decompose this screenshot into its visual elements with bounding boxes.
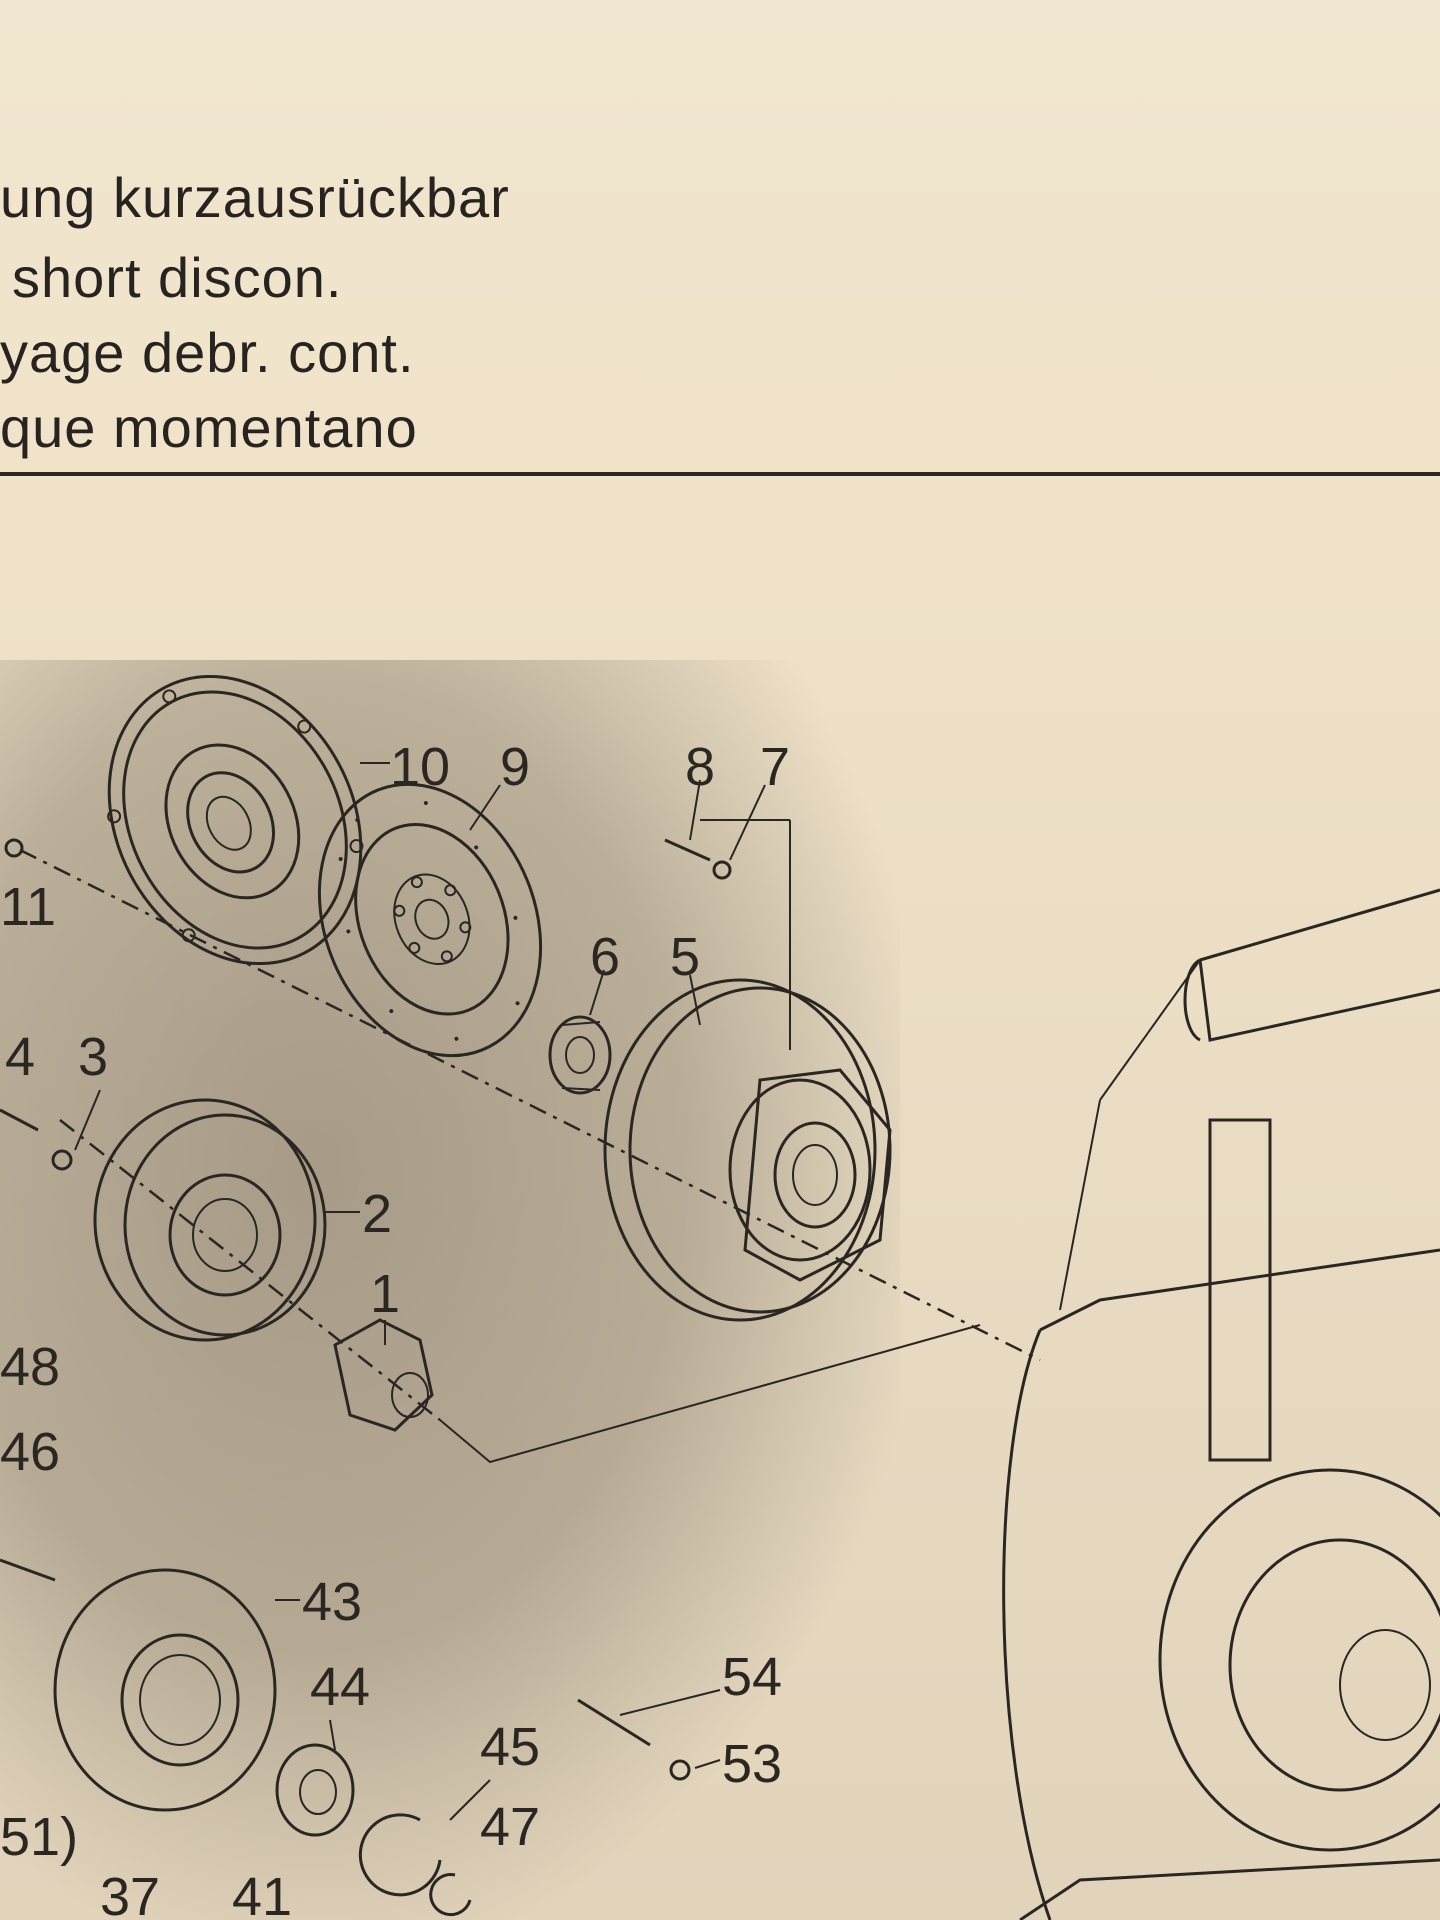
label-2: 2 (362, 1184, 392, 1244)
label-53: 53 (722, 1734, 782, 1794)
label-44: 44 (310, 1657, 370, 1717)
header-line-italian: que momentano (0, 396, 418, 459)
label-45: 45 (480, 1717, 540, 1777)
label-46: 46 (0, 1422, 60, 1482)
label-1: 1 (370, 1264, 400, 1324)
engine-block (1002, 888, 1440, 1920)
header-line-german: ung kurzausrückbar (0, 166, 510, 229)
bearing (548, 1015, 612, 1095)
label-7: 7 (760, 737, 790, 797)
leader-lines (74, 762, 766, 1821)
header-line-french: yage debr. cont. (0, 321, 415, 384)
flywheel (603, 978, 892, 1322)
label-43: 43 (302, 1572, 362, 1632)
label-51: 51) (0, 1807, 78, 1867)
friction-disc (317, 782, 543, 1058)
fasteners (0, 838, 732, 1781)
label-3: 3 (78, 1027, 108, 1087)
label-10: 10 (390, 737, 450, 797)
header-line-english: short discon. (12, 246, 343, 309)
clutch-pressure-plate (107, 674, 364, 966)
pulley-hub (93, 1098, 327, 1342)
label-6: 6 (590, 927, 620, 987)
label-4: 4 (5, 1027, 35, 1087)
label-37: 37 (100, 1867, 160, 1920)
flange (53, 1568, 277, 1812)
label-41: 41 (232, 1867, 292, 1920)
assembly-lines (19, 819, 1041, 1464)
circlips (358, 1813, 472, 1917)
label-47: 47 (480, 1797, 540, 1857)
header-rule (0, 472, 1440, 476)
label-54: 54 (722, 1647, 782, 1707)
label-5: 5 (670, 927, 700, 987)
label-48: 48 (0, 1337, 60, 1397)
bearing-lower (275, 1743, 355, 1837)
label-11: 11 (0, 877, 56, 937)
label-9: 9 (500, 737, 530, 797)
nut (333, 1318, 434, 1432)
part-labels: 10 9 8 7 11 6 5 4 3 2 1 48 46 43 44 54 5… (0, 737, 790, 1920)
label-8: 8 (685, 737, 715, 797)
